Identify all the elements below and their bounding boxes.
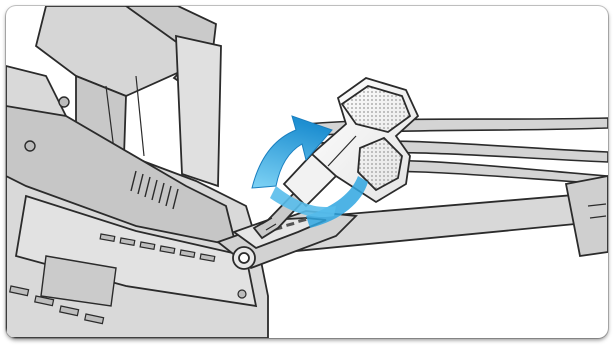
illustration-frame [6,6,608,338]
illustration-svg [6,6,608,338]
screw [238,290,246,298]
screw [59,97,69,107]
screw [25,141,35,151]
drone-body [6,66,268,338]
